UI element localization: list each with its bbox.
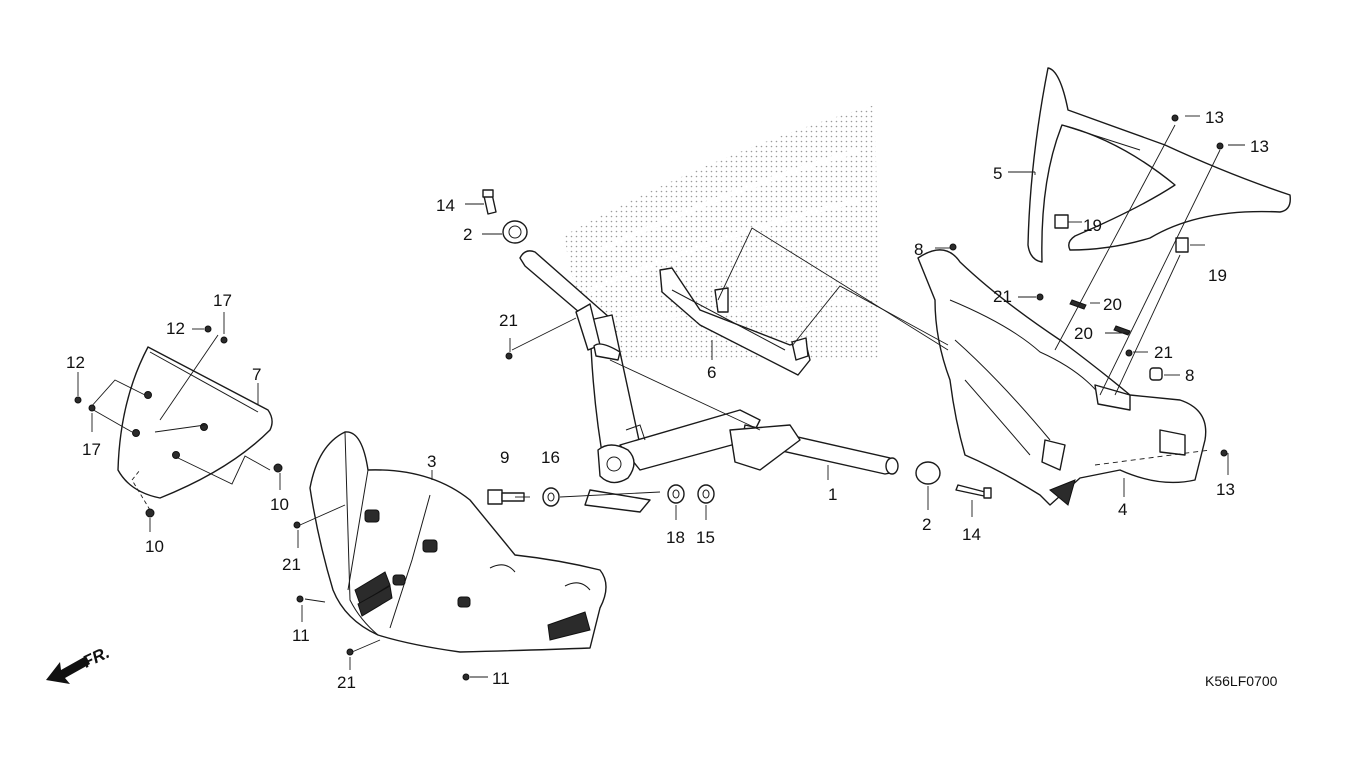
leader-lines bbox=[77, 115, 1245, 678]
callout-label: 1 bbox=[828, 485, 837, 504]
callout-label: 21 bbox=[282, 555, 301, 574]
callout-label: 12 bbox=[66, 353, 85, 372]
part-1-handlebar bbox=[519, 250, 899, 513]
callout-label: 8 bbox=[1185, 366, 1194, 385]
callout-label: 14 bbox=[436, 196, 455, 215]
callout-label: 2 bbox=[922, 515, 931, 534]
callout-label: 13 bbox=[1205, 108, 1224, 127]
callout-label: 13 bbox=[1250, 137, 1269, 156]
callout-label: 21 bbox=[337, 673, 356, 692]
callout-label: 19 bbox=[1083, 216, 1102, 235]
part-6-bracket bbox=[659, 267, 811, 376]
callout-label: 5 bbox=[993, 164, 1002, 183]
callout-label: 4 bbox=[1118, 500, 1127, 519]
direction-label: FR. bbox=[80, 643, 113, 672]
callout-label: 14 bbox=[962, 525, 981, 544]
callout-label: 20 bbox=[1074, 324, 1093, 343]
callout-label: 21 bbox=[1154, 343, 1173, 362]
callout-labels: 1 2 2 3 4 5 6 7 8 8 9 10 10 11 11 12 12 … bbox=[66, 108, 1269, 692]
callout-label: 7 bbox=[252, 365, 261, 384]
callout-label: 17 bbox=[82, 440, 101, 459]
callout-label: 16 bbox=[541, 448, 560, 467]
callout-label: 18 bbox=[666, 528, 685, 547]
callout-label: 21 bbox=[993, 287, 1012, 306]
part-4-rear-cover bbox=[917, 249, 1211, 506]
callout-label: 20 bbox=[1103, 295, 1122, 314]
callout-label: 8 bbox=[914, 240, 923, 259]
callout-label: 12 bbox=[166, 319, 185, 338]
part-3-front-cover bbox=[309, 431, 607, 653]
callout-label: 21 bbox=[499, 311, 518, 330]
callout-label: 17 bbox=[213, 291, 232, 310]
callout-label: 10 bbox=[270, 495, 289, 514]
callout-label: 3 bbox=[427, 452, 436, 471]
diagram-code: K56LF0700 bbox=[1205, 673, 1278, 689]
callout-label: 9 bbox=[500, 448, 509, 467]
callout-label: 15 bbox=[696, 528, 715, 547]
callout-label: 13 bbox=[1216, 480, 1235, 499]
callout-label: 11 bbox=[292, 626, 310, 645]
callout-label: 19 bbox=[1208, 266, 1227, 285]
callout-label: 2 bbox=[463, 225, 472, 244]
fasteners bbox=[74, 114, 1228, 681]
callout-label: 6 bbox=[707, 363, 716, 382]
callout-label: 10 bbox=[145, 537, 164, 556]
front-direction-arrow: FR. bbox=[46, 643, 113, 684]
part-7-visor bbox=[89, 334, 273, 511]
part-5-rear-upper-cover bbox=[1027, 67, 1291, 263]
callout-label: 11 bbox=[492, 669, 510, 688]
